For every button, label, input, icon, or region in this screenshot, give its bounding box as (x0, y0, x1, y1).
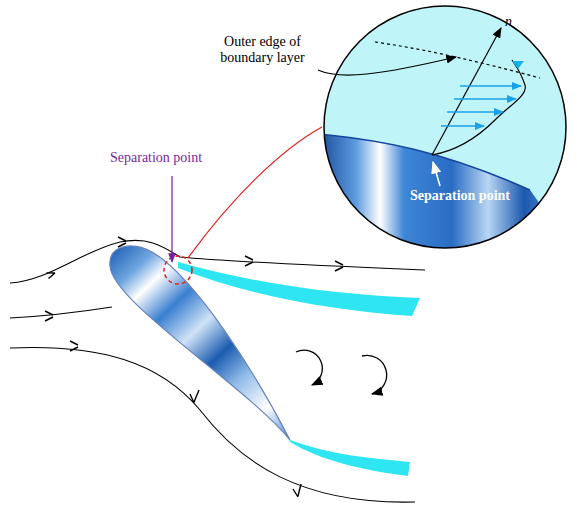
velocity-arrows (441, 86, 521, 126)
streamline (10, 307, 112, 318)
wake-band (178, 262, 420, 316)
velocity-profile (432, 60, 525, 155)
zoom-region (164, 256, 192, 284)
leader-arrow (171, 176, 172, 262)
normal-axis (432, 28, 501, 155)
free-surface-symbol (512, 61, 524, 69)
annotation-label: Outer edge of boundary layer (205, 34, 320, 66)
separation-label: Separation point (110, 150, 230, 166)
separation-label: Separation point (410, 188, 510, 204)
vortex (362, 355, 387, 394)
leader-arrow (318, 57, 456, 75)
streamline (10, 347, 415, 502)
vortex (296, 350, 322, 385)
wake-band (290, 440, 410, 476)
leader-arrow (433, 162, 440, 186)
magnifier-circle (324, 6, 566, 248)
streamline (10, 240, 425, 283)
axis-label: n (505, 14, 519, 30)
airfoil (110, 246, 290, 440)
flow-arrows (45, 237, 343, 497)
zoom-leader (188, 127, 322, 258)
magnified-view (320, 0, 580, 260)
